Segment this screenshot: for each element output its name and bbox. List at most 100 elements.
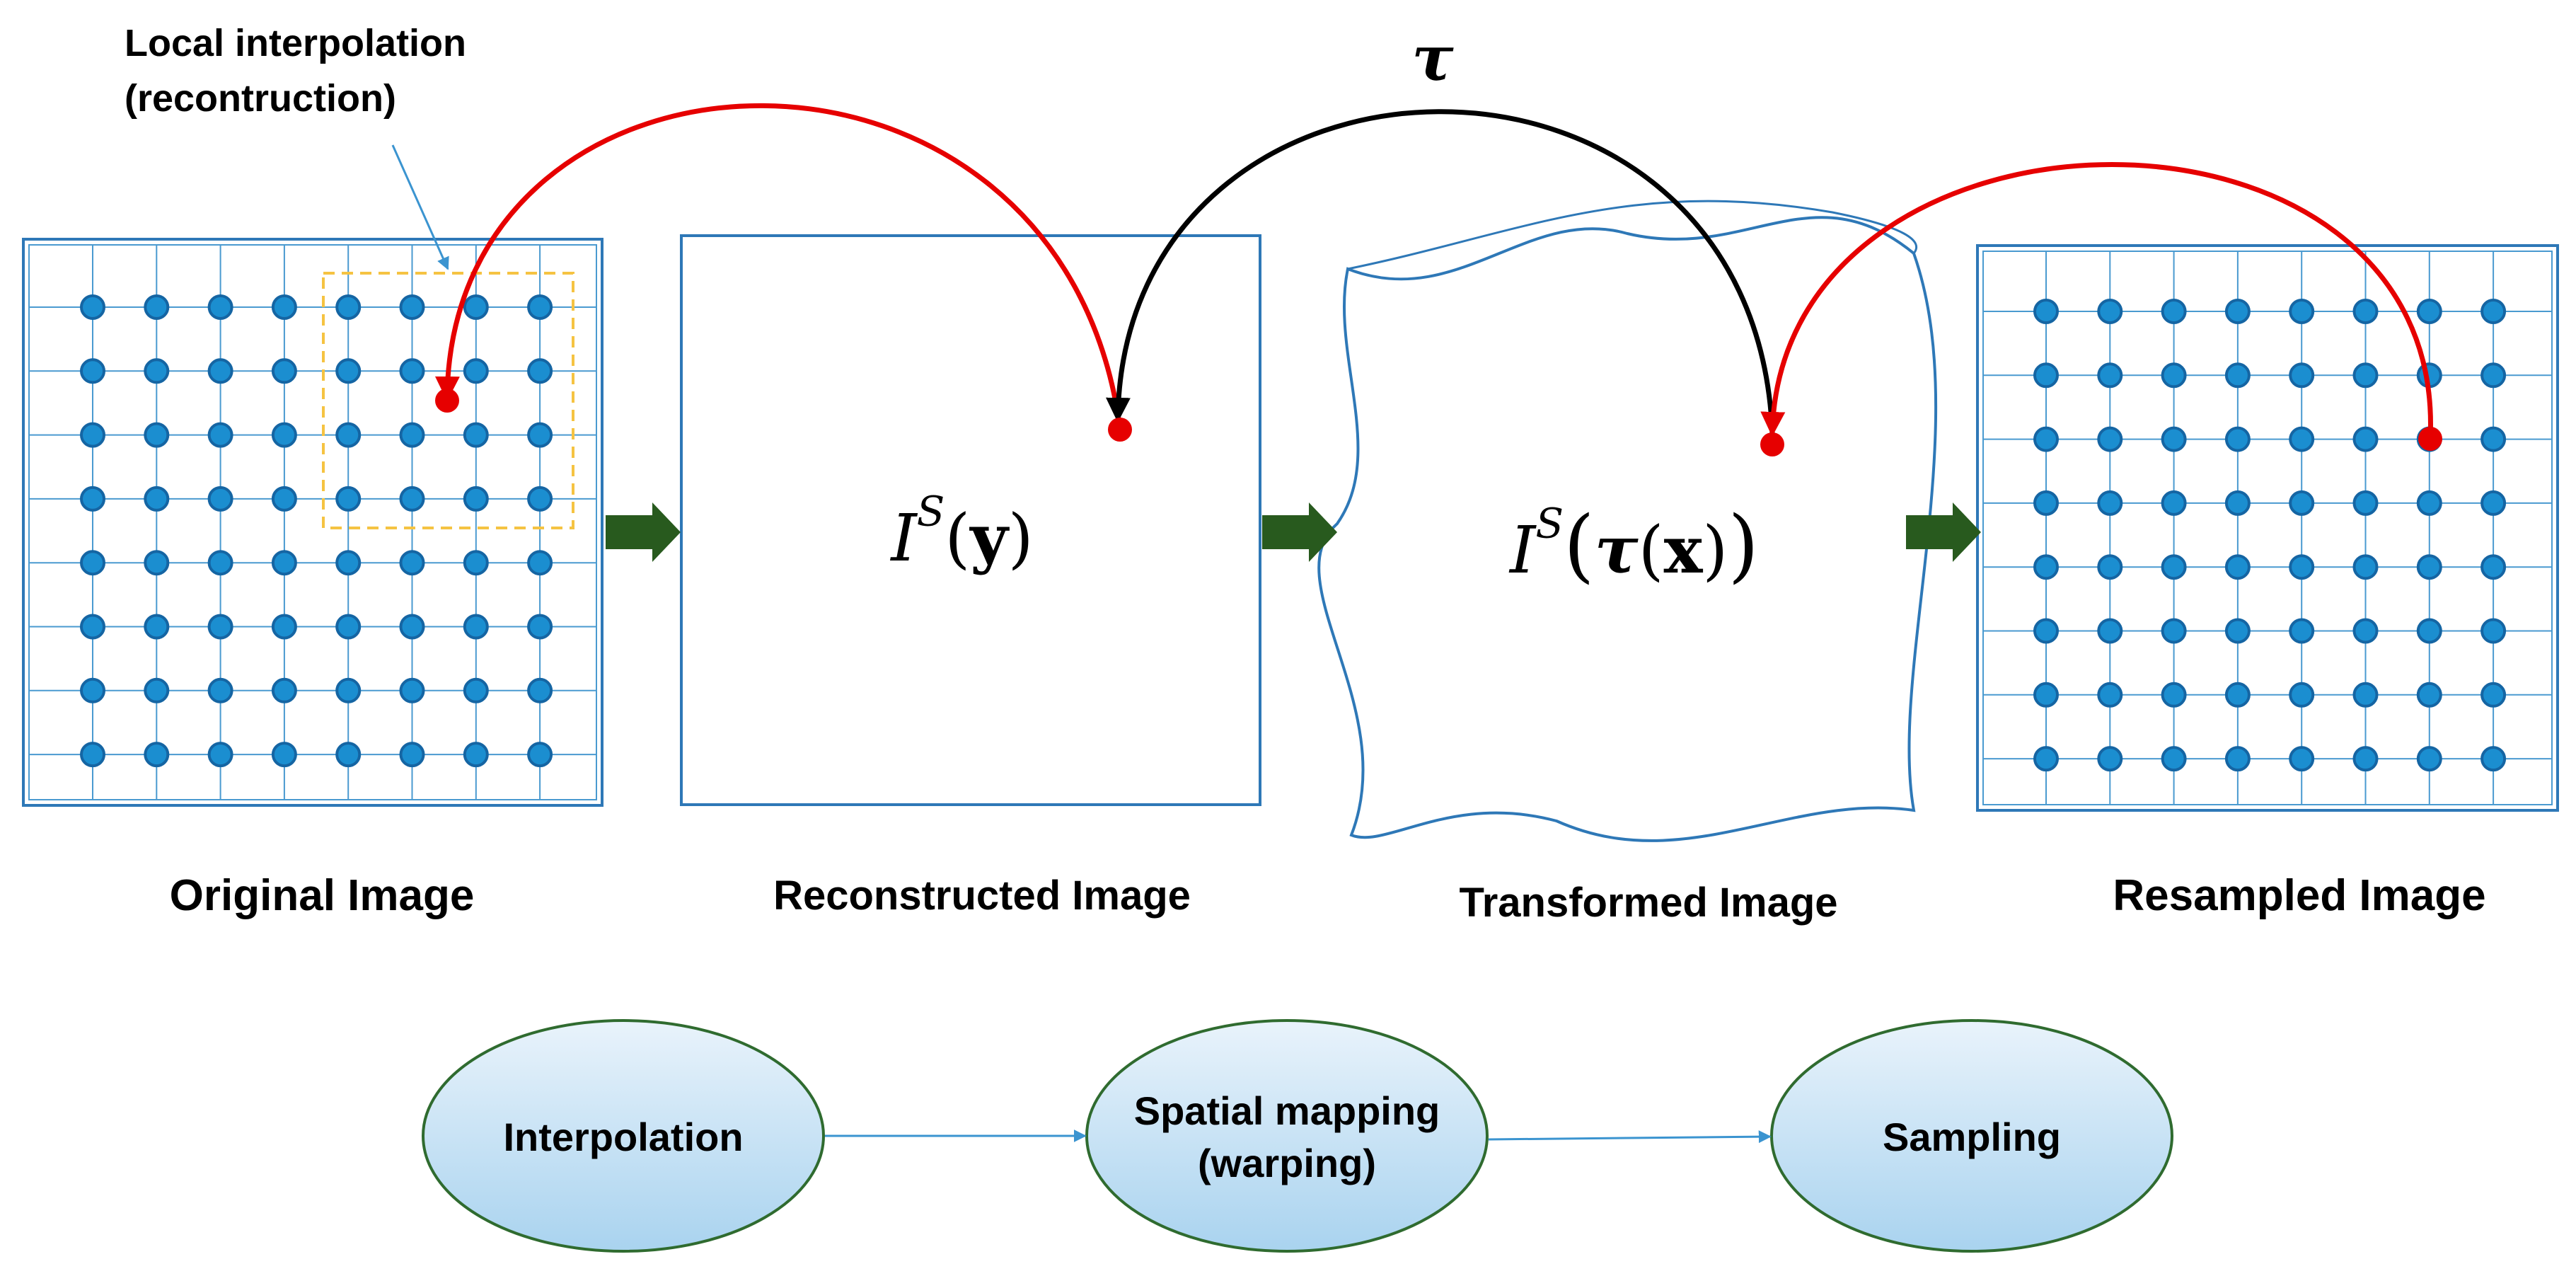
original-sample-dot — [80, 485, 105, 512]
original-sample-dot — [463, 614, 489, 640]
eq1-var: y — [970, 500, 1008, 576]
black-arc-tau — [1106, 109, 1775, 434]
original-sample-dot — [271, 485, 297, 512]
original-sample-dot — [80, 294, 105, 320]
original-sample-dot — [527, 550, 553, 576]
original-sample-dot — [207, 677, 233, 703]
original-sample-dot — [80, 358, 105, 384]
original-sample-dot — [207, 614, 233, 640]
original-sample-dot — [463, 550, 489, 576]
resampled-sample-dot — [2289, 554, 2315, 580]
original-sample-dot — [463, 485, 489, 512]
resampled-sample-dot — [2097, 746, 2123, 772]
mapping-node-shape — [1085, 1019, 1489, 1253]
transformed-image-frame — [1317, 216, 1938, 842]
resampled-sample-dot — [2289, 426, 2315, 452]
original-image-caption: Original Image — [169, 871, 475, 920]
resampled-sample-dot — [2097, 554, 2123, 580]
original-sample-dot — [335, 614, 362, 640]
original-sample-dot — [335, 422, 362, 448]
resampled-image-caption: Resampled Image — [2113, 871, 2486, 920]
flow-arrow-2 — [1488, 1130, 1772, 1144]
original-sample-dot — [335, 550, 362, 576]
resampled-sample-dot — [2224, 554, 2251, 580]
resampled-sample-dot — [2224, 362, 2251, 389]
original-sample-dot — [80, 614, 105, 640]
original-sample-dot — [80, 550, 105, 576]
resampled-sample-dot — [2416, 746, 2442, 772]
original-sample-dot — [207, 358, 233, 384]
original-inner-frame — [28, 244, 597, 800]
original-sample-dot — [335, 358, 362, 384]
resampled-sample-dot — [2289, 362, 2315, 389]
transformed-equation: IS(τ(x)) — [1510, 500, 1759, 592]
original-sample-dot — [144, 677, 170, 703]
eq2-var: x — [1663, 512, 1703, 588]
resampled-sample-dot — [2224, 299, 2251, 324]
original-frame — [22, 238, 603, 807]
original-sample-dot — [144, 485, 170, 512]
original-sample-dot — [144, 742, 170, 768]
mapping-node-label: Spatial mapping (warping) — [1133, 1088, 1440, 1185]
resampled-sample-dot — [2352, 554, 2379, 580]
resampled-sample-dot — [2224, 746, 2251, 772]
callout-label: Local interpolation (recontruction) — [125, 22, 467, 120]
resampled-sample-dot — [2033, 746, 2059, 772]
resampled-sample-dot — [2480, 682, 2507, 708]
resampled-sample-dot — [2161, 618, 2187, 644]
resampled-sample-dot — [2352, 299, 2379, 324]
original-sample-dot — [527, 422, 553, 448]
original-sample-dot — [527, 677, 553, 703]
original-sample-dot — [463, 422, 489, 448]
resampled-sample-dot — [2480, 618, 2507, 644]
resampled-sample-dot — [2097, 362, 2123, 389]
original-sample-dot — [527, 485, 553, 512]
original-sample-dot — [144, 614, 170, 640]
resampled-sample-dot — [2033, 490, 2059, 516]
original-sample-dot — [399, 294, 425, 320]
original-sample-dot — [399, 742, 425, 768]
resampled-sample-dot — [2480, 490, 2507, 516]
original-sample-dot — [463, 358, 489, 384]
resampled-sample-dot — [2033, 299, 2059, 324]
resampled-sample-dot — [2480, 554, 2507, 580]
original-sample-dot — [80, 677, 105, 703]
original-sample-dot — [399, 358, 425, 384]
reconstructed-image-frame — [680, 234, 1261, 806]
resampled-sample-dot — [2097, 618, 2123, 644]
resampled-sample-dot — [2352, 746, 2379, 772]
reconstructed-image-caption: Reconstructed Image — [773, 873, 1191, 919]
original-sample-dot — [527, 294, 553, 320]
original-sample-dot — [527, 742, 553, 768]
resampled-sample-dot — [2224, 618, 2251, 644]
resampled-sample-dot — [2416, 299, 2442, 324]
resampled-sample-dot — [2289, 618, 2315, 644]
red-point-resampled — [2418, 427, 2442, 451]
original-sample-dot — [271, 358, 297, 384]
original-sample-dot — [527, 358, 553, 384]
resampled-sample-dot — [2033, 618, 2059, 644]
sampling-node-shape — [1770, 1019, 2173, 1253]
red-arc-sampling — [1760, 162, 2433, 439]
original-sample-dot — [80, 422, 105, 448]
original-sample-dot — [527, 614, 553, 640]
original-sample-dot — [207, 485, 233, 512]
interpolation-node-label: Interpolation — [503, 1115, 744, 1159]
eq2-open: ( — [1564, 500, 1595, 592]
eq1-sup: S — [916, 487, 945, 536]
block-arrow-1 — [606, 502, 681, 562]
transformed-image-back-edge — [1347, 200, 1918, 270]
resampled-sample-dot — [2289, 299, 2315, 324]
sampling-node-label: Sampling — [1882, 1115, 2062, 1159]
tau-label: τ — [1411, 21, 1454, 95]
eq2-inner-open: ( — [1638, 512, 1664, 588]
original-sample-dot — [399, 614, 425, 640]
red-point-original — [435, 389, 459, 413]
original-sample-dot — [271, 550, 297, 576]
original-sample-dot — [207, 742, 233, 768]
original-sample-dot — [335, 742, 362, 768]
resampled-sample-dot — [2416, 682, 2442, 708]
original-sample-dot — [207, 550, 233, 576]
callout-pointer — [391, 144, 449, 270]
block-arrow-3 — [1906, 502, 1981, 562]
